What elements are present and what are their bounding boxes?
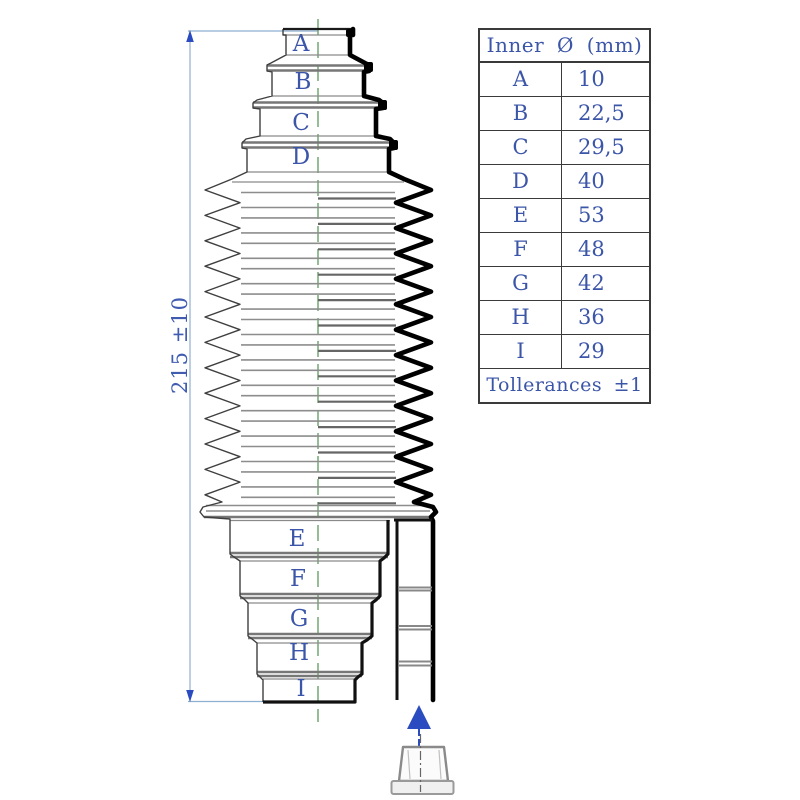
table-row: G 42 [480, 267, 649, 301]
spec-table: Inner Ø (mm) A 10 B 22,5 C 29,5 D 40 E 5… [478, 28, 651, 404]
table-row: H 36 [480, 301, 649, 335]
row-value: 40 [578, 169, 605, 193]
dimension-label: 215 ±10 [168, 296, 192, 394]
dimension-arrows [186, 30, 194, 702]
row-label: A [480, 63, 562, 96]
spec-table-header: Inner Ø (mm) [480, 30, 649, 63]
table-row: C 29,5 [480, 131, 649, 165]
row-label: I [480, 335, 562, 368]
section-label-f: F [290, 566, 306, 592]
table-row: A 10 [480, 63, 649, 97]
spec-table-footer: Tollerances ±1 [486, 374, 643, 396]
fold-lines-right [318, 197, 396, 505]
boot-outline-left [199, 29, 287, 702]
table-row: B 22,5 [480, 97, 649, 131]
section-labels: A B C D E F G H I [289, 31, 312, 702]
boot-lower-right-profile [263, 520, 390, 704]
section-label-h: H [289, 640, 309, 666]
row-value: 29 [578, 339, 605, 363]
row-value: 29,5 [578, 135, 625, 159]
row-label: F [480, 233, 562, 266]
section-label-g: G [290, 606, 308, 632]
section-label-b: B [295, 69, 312, 95]
plug [390, 734, 455, 795]
section-label-c: C [292, 110, 310, 136]
section-label-i: I [296, 676, 305, 702]
row-label: E [480, 199, 562, 232]
row-label: G [480, 267, 562, 300]
row-value: 22,5 [578, 101, 625, 125]
fold-lines [206, 191, 430, 512]
boot-outline-right [347, 26, 439, 703]
row-value: 36 [578, 305, 605, 329]
collar-shadow-blobs [346, 29, 398, 150]
rack-tube [394, 518, 432, 700]
row-label: C [480, 131, 562, 164]
row-value: 42 [578, 271, 605, 295]
row-label: H [480, 301, 562, 334]
row-label: B [480, 97, 562, 130]
section-label-a: A [292, 31, 310, 57]
table-row: E 53 [480, 199, 649, 233]
row-label: D [480, 165, 562, 198]
table-row: I 29 [480, 335, 649, 369]
insert-arrow [407, 705, 431, 747]
collar-bands [204, 64, 430, 678]
section-edge-lines [230, 34, 404, 680]
row-value: 48 [578, 237, 605, 261]
section-label-e: E [289, 526, 306, 552]
row-value: 53 [578, 203, 605, 227]
section-label-d: D [292, 144, 310, 170]
table-row: D 40 [480, 165, 649, 199]
row-value: 10 [578, 67, 605, 91]
table-row: F 48 [480, 233, 649, 267]
